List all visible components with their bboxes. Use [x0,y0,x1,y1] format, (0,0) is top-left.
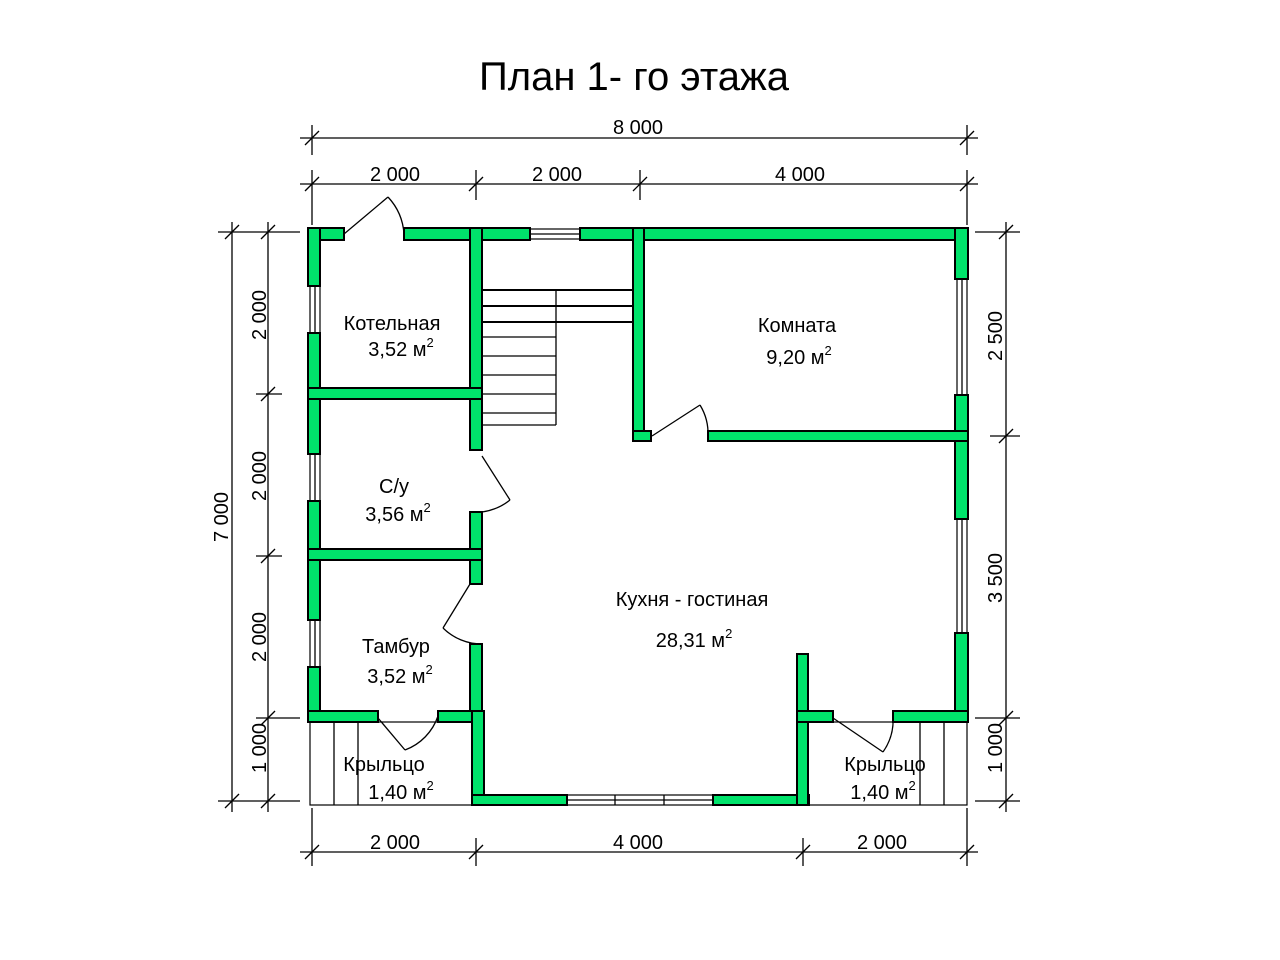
room-bathroom-area: 3,56 м [365,504,423,526]
doors [343,196,894,753]
svg-text:1,40 м2: 1,40 м2 [850,778,915,804]
dimension-lines [218,125,1020,866]
dim-left-4: 1 000 [249,723,271,773]
dim-right-3: 1 000 [985,723,1007,773]
room-vestibule-area: 3,52 м [367,666,425,688]
svg-text:3,52 м2: 3,52 м2 [367,662,432,688]
dim-bottom-2: 4 000 [613,832,663,854]
svg-text:3,52 м2: 3,52 м2 [368,335,433,361]
porches [309,721,968,806]
room-porch-right-name: Крыльцо [844,754,926,776]
room-porch-left-area: 1,40 м [368,782,426,804]
svg-text:1,40 м2: 1,40 м2 [368,778,433,804]
dim-left-2: 2 000 [249,451,271,501]
room-boiler-name: Котельная [344,313,441,335]
room-kitchen-living: Кухня - гостиная 28,31 м2 [616,589,769,652]
room-vestibule: Тамбур 3,52 м2 [362,636,433,688]
dim-left-1: 2 000 [249,290,271,340]
room-porch-right-area-sup: 2 [909,778,916,793]
room-kitchen-living-name: Кухня - гостиная [616,589,769,611]
dim-top-2: 2 000 [532,164,582,186]
room-bathroom-area-sup: 2 [424,500,431,515]
room-boiler-area: 3,52 м [368,339,426,361]
room-kitchen-living-area: 28,31 м [656,630,725,652]
room-porch-right-area: 1,40 м [850,782,908,804]
room-porch-left-name: Крыльцо [343,754,425,776]
dim-top-1: 2 000 [370,164,420,186]
room-porch-left: Крыльцо 1,40 м2 [343,754,434,804]
dim-right-2: 3 500 [985,553,1007,603]
room-kitchen-living-area-sup: 2 [725,626,732,641]
dim-left-3: 2 000 [249,612,271,662]
dim-top-total: 8 000 [613,117,663,139]
svg-text:3,56 м2: 3,56 м2 [365,500,430,526]
staircase [482,289,633,426]
walls [307,227,969,806]
plan-title: План 1- го этажа [479,55,790,99]
room-bedroom-area: 9,20 м [766,347,824,369]
room-vestibule-name: Тамбур [362,636,430,658]
room-porch-right: Крыльцо 1,40 м2 [844,754,926,804]
room-boiler: Котельная 3,52 м2 [344,313,441,361]
dim-bottom-1: 2 000 [370,832,420,854]
room-boiler-area-sup: 2 [427,335,434,350]
svg-text:28,31 м2: 28,31 м2 [656,626,733,652]
dim-right-1: 2 500 [985,311,1007,361]
room-bedroom-name: Комната [758,315,837,337]
room-bedroom-area-sup: 2 [825,343,832,358]
room-bedroom: Комната 9,20 м2 [758,315,837,369]
dim-top-3: 4 000 [775,164,825,186]
svg-text:9,20 м2: 9,20 м2 [766,343,831,369]
room-porch-left-area-sup: 2 [427,778,434,793]
room-bathroom-name: С/у [379,476,409,498]
room-vestibule-area-sup: 2 [426,662,433,677]
dim-bottom-3: 2 000 [857,832,907,854]
dim-left-total: 7 000 [211,492,233,542]
room-bathroom: С/у 3,56 м2 [365,476,430,526]
